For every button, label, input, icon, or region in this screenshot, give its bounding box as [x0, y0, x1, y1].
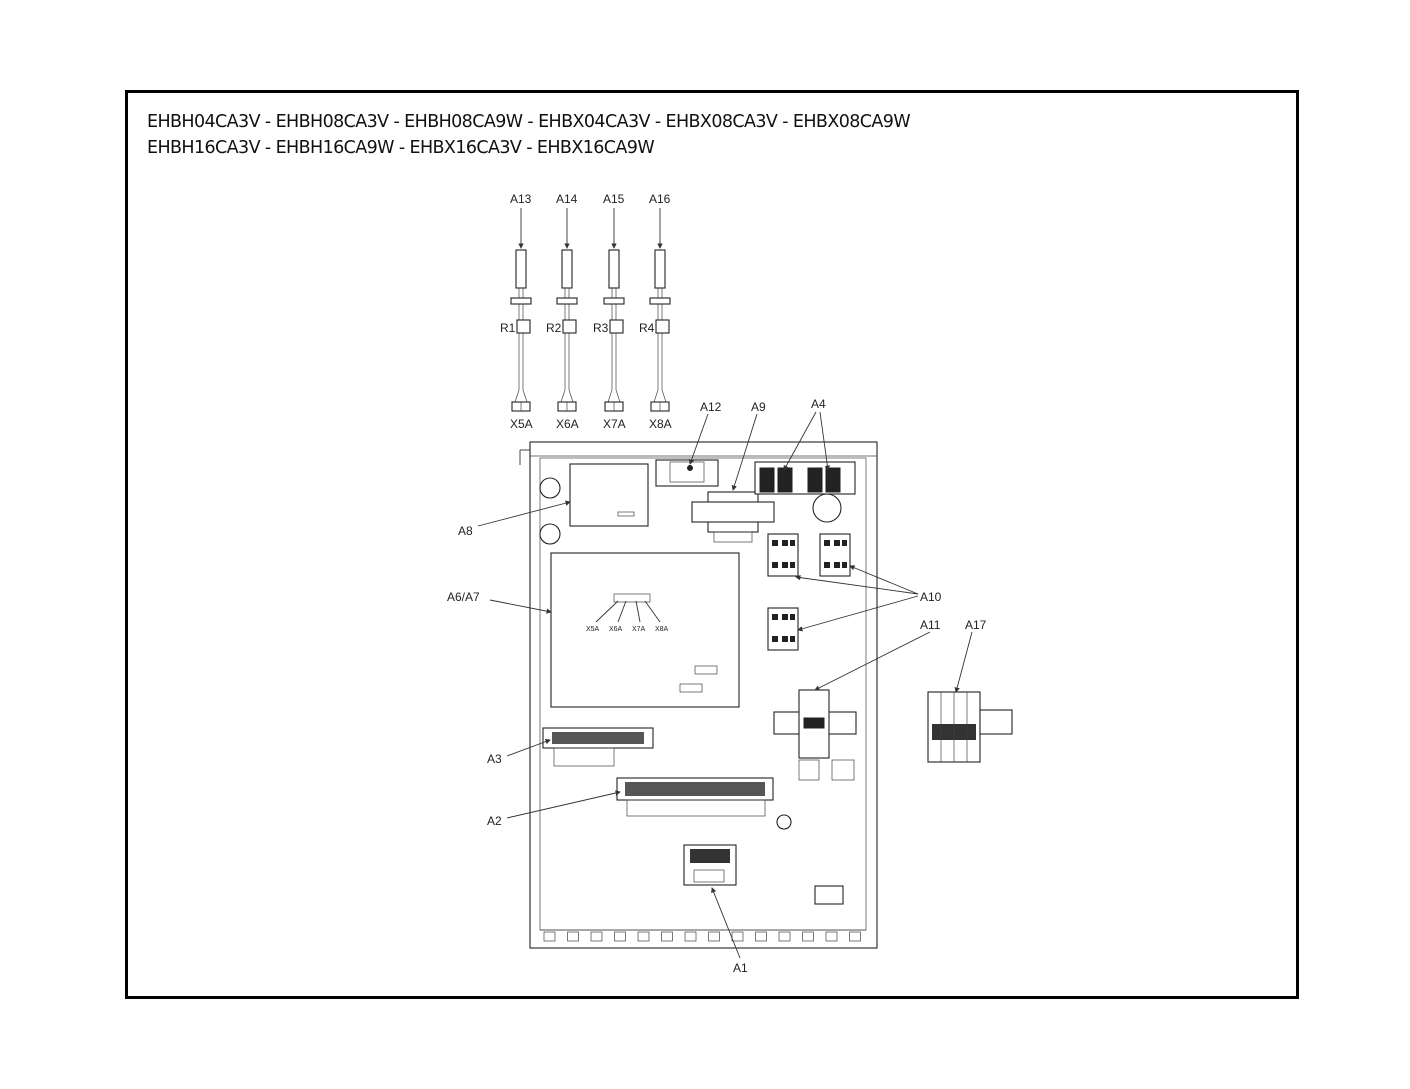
a4-terminal-blocks [754, 461, 856, 495]
callout-a12: A12 [700, 400, 722, 414]
callout-a17: A17 [965, 618, 987, 632]
pcb-connector-x5a: X5A [586, 626, 600, 633]
sensor-part-label: A13 [510, 192, 532, 206]
a8-component [569, 463, 649, 527]
sensor-part-label: A15 [603, 192, 625, 206]
a1-terminal-block [683, 844, 844, 905]
model-list-line-1: EHBH04CA3V - EHBH08CA3V - EHBH08CA9W - E… [147, 112, 911, 132]
sensor-connector-label: X5A [510, 417, 533, 431]
callout-a3: A3 [487, 752, 502, 766]
callout-a11: A11 [920, 618, 941, 632]
a11-breaker [773, 689, 857, 781]
callout-a8: A8 [458, 524, 473, 538]
sensor-part-label: A14 [556, 192, 578, 206]
sensor-resistor-label: R2 [546, 321, 562, 335]
model-list-line-2: EHBH16CA3V - EHBH16CA9W - EHBX16CA3V - E… [147, 138, 655, 158]
sensor-resistor-label: R1 [500, 321, 516, 335]
pcb-connector-x8a: X8A [655, 626, 669, 633]
sensor-connector-label: X8A [649, 417, 672, 431]
callout-a6-a7: A6/A7 [447, 590, 480, 604]
callout-a9: A9 [751, 400, 766, 414]
drawing-frame [125, 90, 1299, 999]
callout-a10: A10 [920, 590, 942, 604]
a17-breaker [927, 691, 1013, 763]
callout-a1: A1 [733, 961, 748, 975]
pcb-connector-x6a: X6A [609, 626, 623, 633]
sensor-connector-label: X7A [603, 417, 626, 431]
a3-terminal-strip [542, 727, 654, 767]
callouts: A12 A9 A4 A8 A6/A7 A10 A11 A17 A3 A2 A1 [447, 397, 987, 975]
sensor-connector-label: X6A [556, 417, 579, 431]
a10-contactors [767, 533, 851, 651]
sensor-resistor-label: R3 [593, 321, 609, 335]
a2-terminal-strip [616, 777, 792, 830]
pcb-connector-x7a: X7A [632, 626, 646, 633]
callout-a4: A4 [811, 397, 826, 411]
callout-a2: A2 [487, 814, 502, 828]
sensor-part-label: A16 [649, 192, 671, 206]
a6-a7-pcb: X5A X6A X7A X8A [550, 552, 740, 708]
sensor-resistor-label: R4 [639, 321, 655, 335]
a9-transformer [691, 491, 775, 543]
